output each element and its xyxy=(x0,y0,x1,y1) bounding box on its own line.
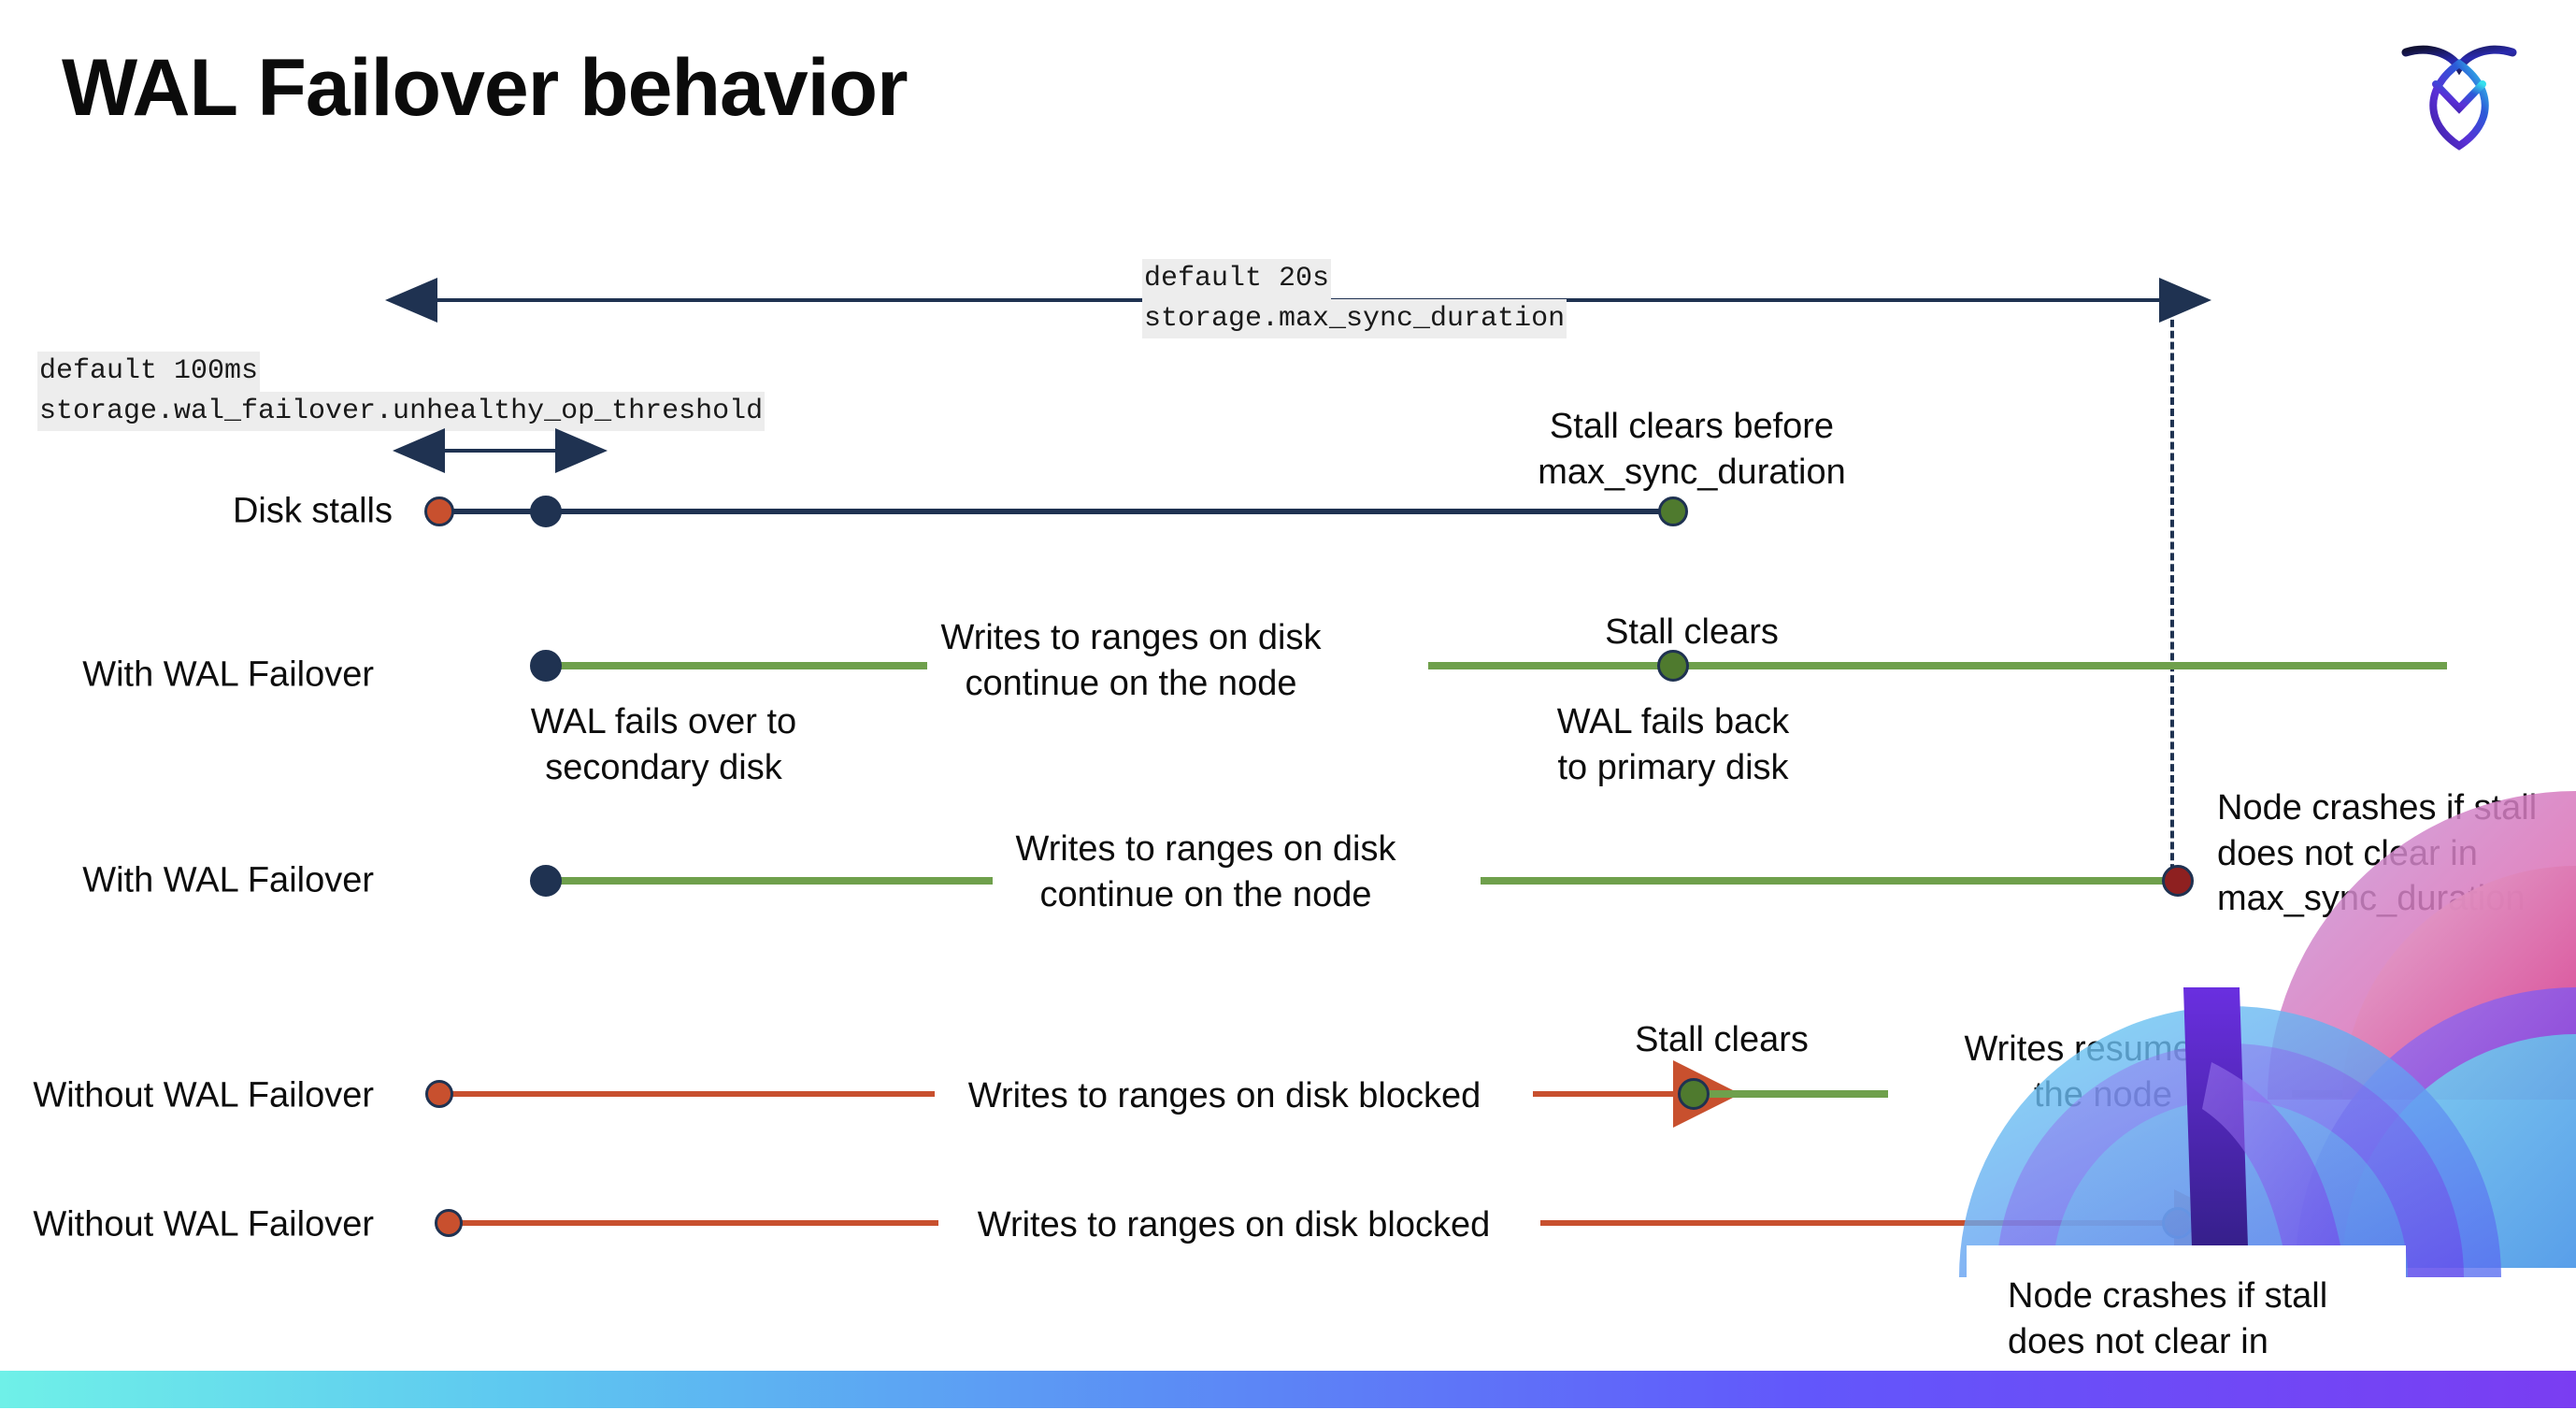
marker-stall-start xyxy=(435,1209,463,1237)
annotation-writes-blocked-2: Writes to ranges on disk blocked xyxy=(977,1205,1491,1245)
code-label-max-sync-duration: default 20s storage.max_sync_duration xyxy=(1142,259,1567,339)
marker-node-crashes xyxy=(2162,865,2194,897)
timeline-with-failover-primary-resume xyxy=(1428,662,2447,669)
row-label-with-wal-failover-crashes: With WAL Failover xyxy=(82,860,374,900)
unhealthy-op-threshold-span-arrow xyxy=(393,428,608,473)
annotation-writes-blocked-1: Writes to ranges on disk blocked xyxy=(967,1076,1481,1115)
marker-stall-clears xyxy=(1678,1078,1710,1110)
row-label-with-wal-failover-recovers: With WAL Failover xyxy=(82,655,374,695)
timeline-with-failover-crash-start xyxy=(546,877,993,885)
timeline-without-failover-blocked-a xyxy=(439,1091,935,1097)
marker-stall-clears xyxy=(1658,496,1688,526)
row-label-without-wal-failover-crashes: Without WAL Failover xyxy=(33,1204,374,1245)
timeline-with-failover-crash-end xyxy=(1481,877,2180,885)
page-title: WAL Failover behavior xyxy=(62,43,909,133)
timeline-disk-stalls xyxy=(439,509,1682,514)
annotation-writes-continue-2: Writes to ranges on disk continue on the… xyxy=(1015,829,1396,914)
annotation-stall-clears-1: Stall clears xyxy=(1605,612,1779,652)
cockroachdb-logo-icon xyxy=(2389,26,2529,166)
max-sync-duration-deadline-guide xyxy=(2170,309,2174,883)
code-default-value: default 20s xyxy=(1142,259,1332,299)
timeline-with-failover-secondary-start xyxy=(546,662,927,669)
arrow-blocked-to-clear-1 xyxy=(1533,1060,1740,1128)
marker-wal-fails-over xyxy=(530,865,562,897)
timeline-without-failover-blocked-b xyxy=(449,1220,938,1226)
marker-stall-start xyxy=(424,496,454,526)
marker-stall-clears xyxy=(1657,650,1689,682)
marker-wal-fails-over xyxy=(530,650,562,682)
code-label-unhealthy-op-threshold: default 100ms storage.wal_failover.unhea… xyxy=(37,352,766,432)
annotation-wal-fails-back-to-primary: WAL fails back to primary disk xyxy=(1556,702,1790,787)
code-setting-name: storage.wal_failover.unhealthy_op_thresh… xyxy=(37,391,766,432)
annotation-writes-continue-1: Writes to ranges on disk continue on the… xyxy=(940,618,1322,703)
code-setting-name: storage.max_sync_duration xyxy=(1142,298,1567,339)
marker-threshold-reached xyxy=(530,496,562,527)
row-label-without-wal-failover-recovers: Without WAL Failover xyxy=(33,1075,374,1115)
annotation-stall-clears-2: Stall clears xyxy=(1635,1020,1809,1059)
code-default-value: default 100ms xyxy=(37,352,261,392)
row-label-disk-stalls: Disk stalls xyxy=(232,491,393,531)
marker-stall-start xyxy=(425,1080,453,1108)
annotation-stall-clears-before-max-sync: Stall clears before max_sync_duration xyxy=(1538,407,1846,492)
annotation-wal-fails-over-to-secondary: WAL fails over to secondary disk xyxy=(530,702,797,787)
bottom-gradient-strip xyxy=(0,1371,2576,1408)
timeline-without-failover-resume-a xyxy=(1694,1090,1888,1098)
